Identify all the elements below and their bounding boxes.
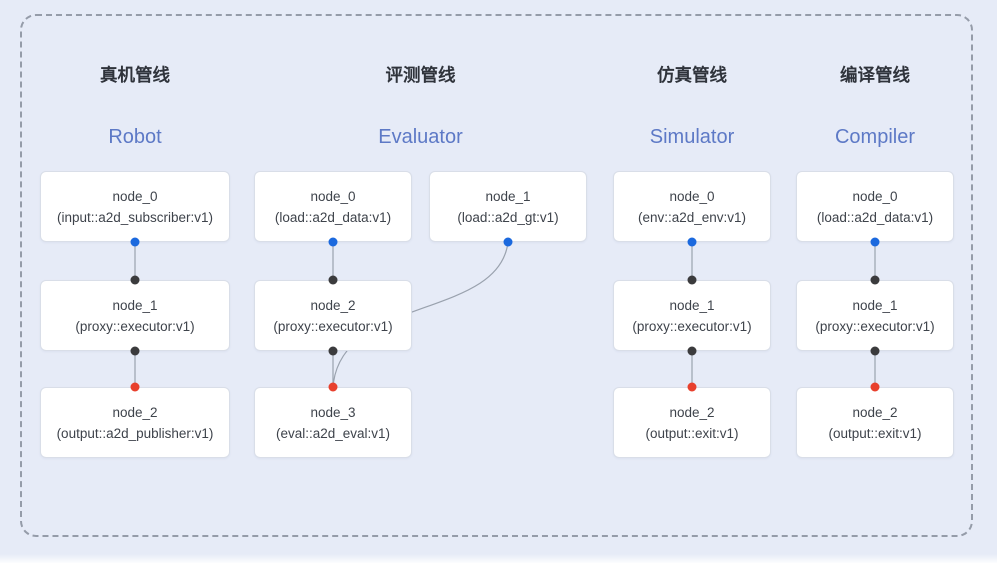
node-name: node_1 <box>485 188 531 204</box>
node-name: node_2 <box>852 404 898 420</box>
node-type: (output::a2d_publisher:v1) <box>56 425 214 441</box>
node-card-evaluator-node0[interactable]: node_0 (load::a2d_data:v1) <box>254 171 412 242</box>
node-name: node_0 <box>852 188 898 204</box>
node-type: (load::a2d_data:v1) <box>816 209 934 225</box>
node-card-robot-node2[interactable]: node_2 (output::a2d_publisher:v1) <box>40 387 230 458</box>
pipeline-title-en-compiler: Compiler <box>834 126 916 148</box>
node-card-compiler-node0[interactable]: node_0 (load::a2d_data:v1) <box>796 171 954 242</box>
node-card-evaluator-node3[interactable]: node_3 (eval::a2d_eval:v1) <box>254 387 412 458</box>
pipeline-title-zh-compiler: 编译管线 <box>840 65 910 85</box>
node-card-robot-node1[interactable]: node_1 (proxy::executor:v1) <box>40 280 230 351</box>
node-name: node_0 <box>112 188 158 204</box>
node-type: (env::a2d_env:v1) <box>637 209 747 225</box>
node-type: (eval::a2d_eval:v1) <box>275 425 391 441</box>
node-type: (output::exit:v1) <box>645 425 739 441</box>
node-card-simulator-node2[interactable]: node_2 (output::exit:v1) <box>613 387 771 458</box>
node-type: (input::a2d_subscriber:v1) <box>56 209 214 225</box>
node-card-evaluator-node2[interactable]: node_2 (proxy::executor:v1) <box>254 280 412 351</box>
pipeline-title-zh-simulator: 仿真管线 <box>657 65 727 85</box>
node-name: node_2 <box>310 297 356 313</box>
node-name: node_2 <box>112 404 158 420</box>
node-card-compiler-node1[interactable]: node_1 (proxy::executor:v1) <box>796 280 954 351</box>
node-type: (load::a2d_gt:v1) <box>457 209 559 225</box>
node-type: (proxy::executor:v1) <box>75 318 195 334</box>
edge-curved-line <box>332 241 509 388</box>
node-name: node_1 <box>852 297 898 313</box>
pipeline-title-zh-robot: 真机管线 <box>100 65 170 85</box>
node-name: node_2 <box>669 404 715 420</box>
node-card-simulator-node0[interactable]: node_0 (env::a2d_env:v1) <box>613 171 771 242</box>
node-name: node_3 <box>310 404 356 420</box>
node-type: (proxy::executor:v1) <box>273 318 393 334</box>
node-name: node_0 <box>310 188 356 204</box>
node-card-compiler-node2[interactable]: node_2 (output::exit:v1) <box>796 387 954 458</box>
pipeline-title-zh-evaluator: 评测管线 <box>385 65 456 85</box>
dashed-frame <box>20 14 973 537</box>
node-card-evaluator-node1[interactable]: node_1 (load::a2d_gt:v1) <box>429 171 587 242</box>
pipeline-title-en-evaluator: Evaluator <box>378 126 463 148</box>
pipeline-title-en-robot: Robot <box>108 126 162 148</box>
node-type: (output::exit:v1) <box>828 425 922 441</box>
node-type: (proxy::executor:v1) <box>815 318 935 334</box>
node-card-robot-node0[interactable]: node_0 (input::a2d_subscriber:v1) <box>40 171 230 242</box>
node-name: node_1 <box>669 297 715 313</box>
node-card-simulator-node1[interactable]: node_1 (proxy::executor:v1) <box>613 280 771 351</box>
node-type: (load::a2d_data:v1) <box>274 209 392 225</box>
node-name: node_1 <box>112 297 158 313</box>
node-type: (proxy::executor:v1) <box>632 318 752 334</box>
pipeline-title-en-simulator: Simulator <box>649 126 735 148</box>
node-name: node_0 <box>669 188 715 204</box>
